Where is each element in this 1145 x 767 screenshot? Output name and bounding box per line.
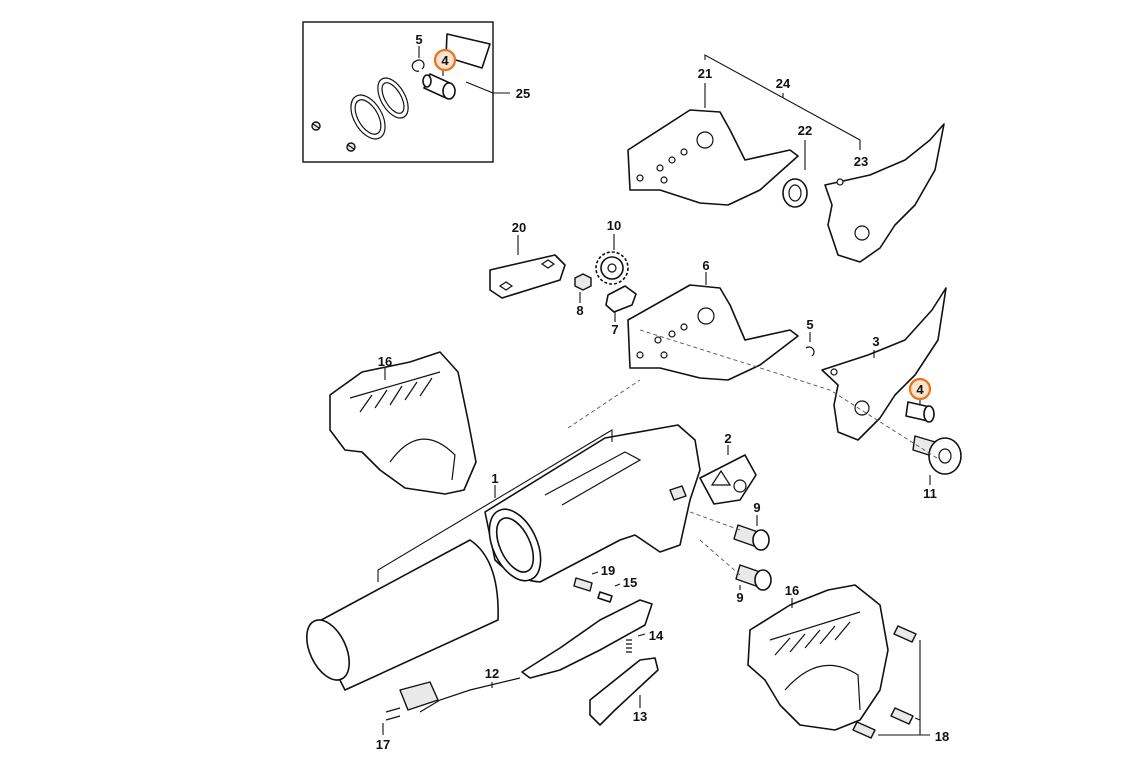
o-ring-small [377, 77, 409, 119]
screws-18 [852, 625, 930, 739]
blade-set-upper [627, 54, 945, 263]
callout-16-right: 16 [785, 583, 799, 598]
pin-4 [905, 398, 935, 423]
switch-17 [382, 681, 439, 735]
callout-25: 25 [516, 86, 530, 101]
screw-9-lower [735, 564, 772, 591]
callout-23: 23 [854, 154, 868, 169]
callout-8: 8 [576, 303, 583, 318]
callout-5-kit: 5 [415, 32, 422, 47]
o-ring-large [350, 94, 386, 140]
callout-20: 20 [512, 220, 526, 235]
spring-14 [626, 633, 646, 653]
kit-screw-a [311, 121, 321, 131]
callout-4: 4 [916, 382, 924, 397]
kit-clip-5 [411, 59, 425, 72]
nut-8 [574, 273, 592, 303]
bolt-11 [912, 435, 962, 485]
kit-pin-4 [422, 73, 456, 100]
anvil-blade-21 [627, 109, 799, 206]
mount-plate-20 [489, 235, 566, 299]
callout-7: 7 [611, 322, 618, 337]
kit-screw-b [346, 142, 356, 152]
gear-10 [595, 234, 629, 285]
pinion-7 [605, 285, 637, 322]
callout-11: 11 [923, 486, 937, 501]
cutting-blade-23 [824, 123, 945, 263]
handle-1 [306, 424, 701, 691]
callout-2: 2 [724, 431, 731, 446]
callout-13: 13 [633, 709, 647, 724]
pin-15 [597, 583, 621, 603]
callout-21: 21 [698, 66, 712, 81]
cutting-blade-3 [821, 287, 947, 441]
guard-16-right [747, 584, 889, 731]
callouts: 4 4 5 25 21 24 22 23 10 20 6 8 7 5 3 16 … [376, 32, 949, 752]
callout-22: 22 [798, 123, 812, 138]
callout-1: 1 [491, 471, 498, 486]
callout-9-lower: 9 [736, 590, 743, 605]
callout-18: 18 [935, 729, 949, 744]
guard-16-left [329, 351, 477, 495]
callout-5: 5 [806, 317, 813, 332]
washer-22 [782, 178, 808, 208]
callout-17: 17 [376, 737, 390, 752]
callout-3: 3 [872, 334, 879, 349]
callout-24: 24 [776, 76, 791, 91]
callout-6: 6 [702, 258, 709, 273]
clip-5 [805, 332, 815, 357]
callout-4-kit: 4 [441, 53, 449, 68]
warning-label-2 [699, 445, 757, 505]
callout-16-left: 16 [378, 354, 392, 369]
callout-14: 14 [649, 628, 664, 643]
highlight-circle-4-kit [433, 48, 457, 72]
repair-kit-box [302, 21, 510, 163]
screw-19 [573, 571, 599, 592]
callout-9-upper: 9 [753, 500, 760, 515]
anvil-blade-6 [627, 272, 799, 381]
trigger-13 [589, 657, 659, 726]
callout-10: 10 [607, 218, 621, 233]
callout-12: 12 [485, 666, 499, 681]
warning-label-icon [710, 469, 732, 486]
callout-19: 19 [601, 563, 615, 578]
screw-9-upper [733, 515, 770, 551]
lever-12 [419, 599, 653, 713]
callout-15: 15 [623, 575, 637, 590]
highlight-circle-4 [908, 377, 932, 401]
